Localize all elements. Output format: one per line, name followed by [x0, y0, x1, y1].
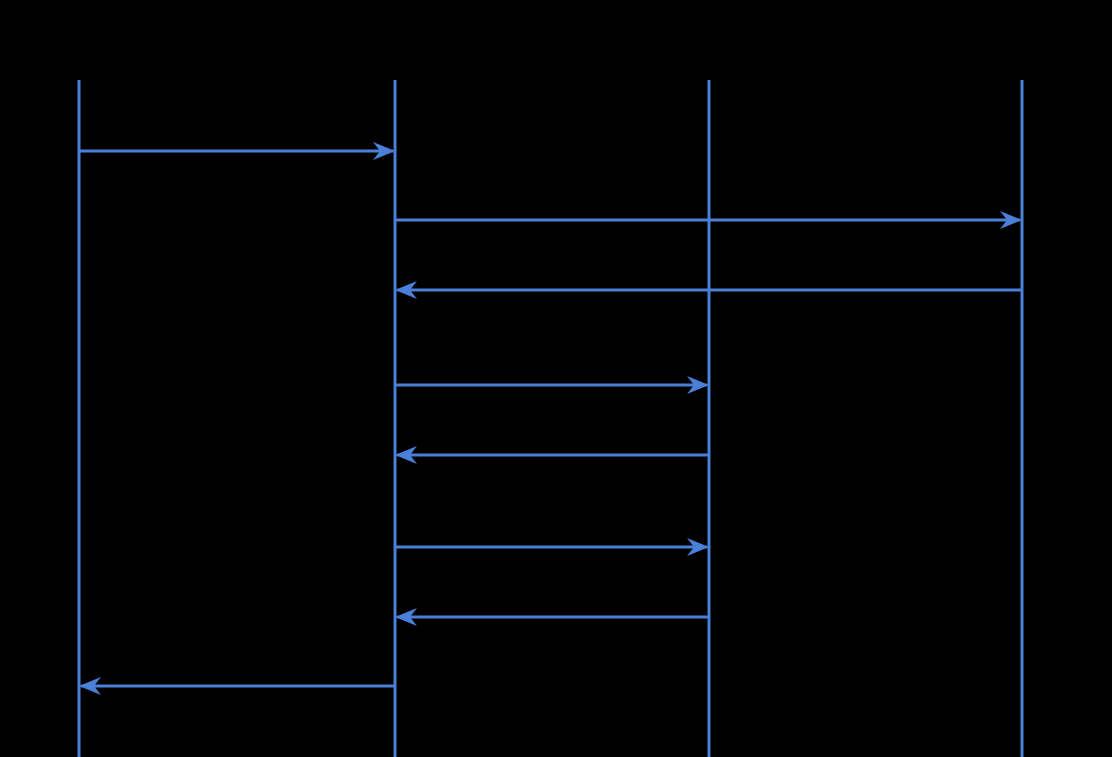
message-arrowhead-1 — [373, 142, 395, 160]
message-arrowhead-8 — [79, 677, 101, 695]
message-arrowhead-6 — [687, 538, 709, 556]
message-arrowhead-5 — [395, 446, 417, 464]
messages-group — [79, 142, 1022, 695]
message-arrowhead-4 — [687, 376, 709, 394]
message-arrowhead-2 — [1000, 211, 1022, 229]
message-arrowhead-3 — [395, 281, 417, 299]
lifelines-group — [77, 80, 1024, 757]
message-arrowhead-7 — [395, 608, 417, 626]
